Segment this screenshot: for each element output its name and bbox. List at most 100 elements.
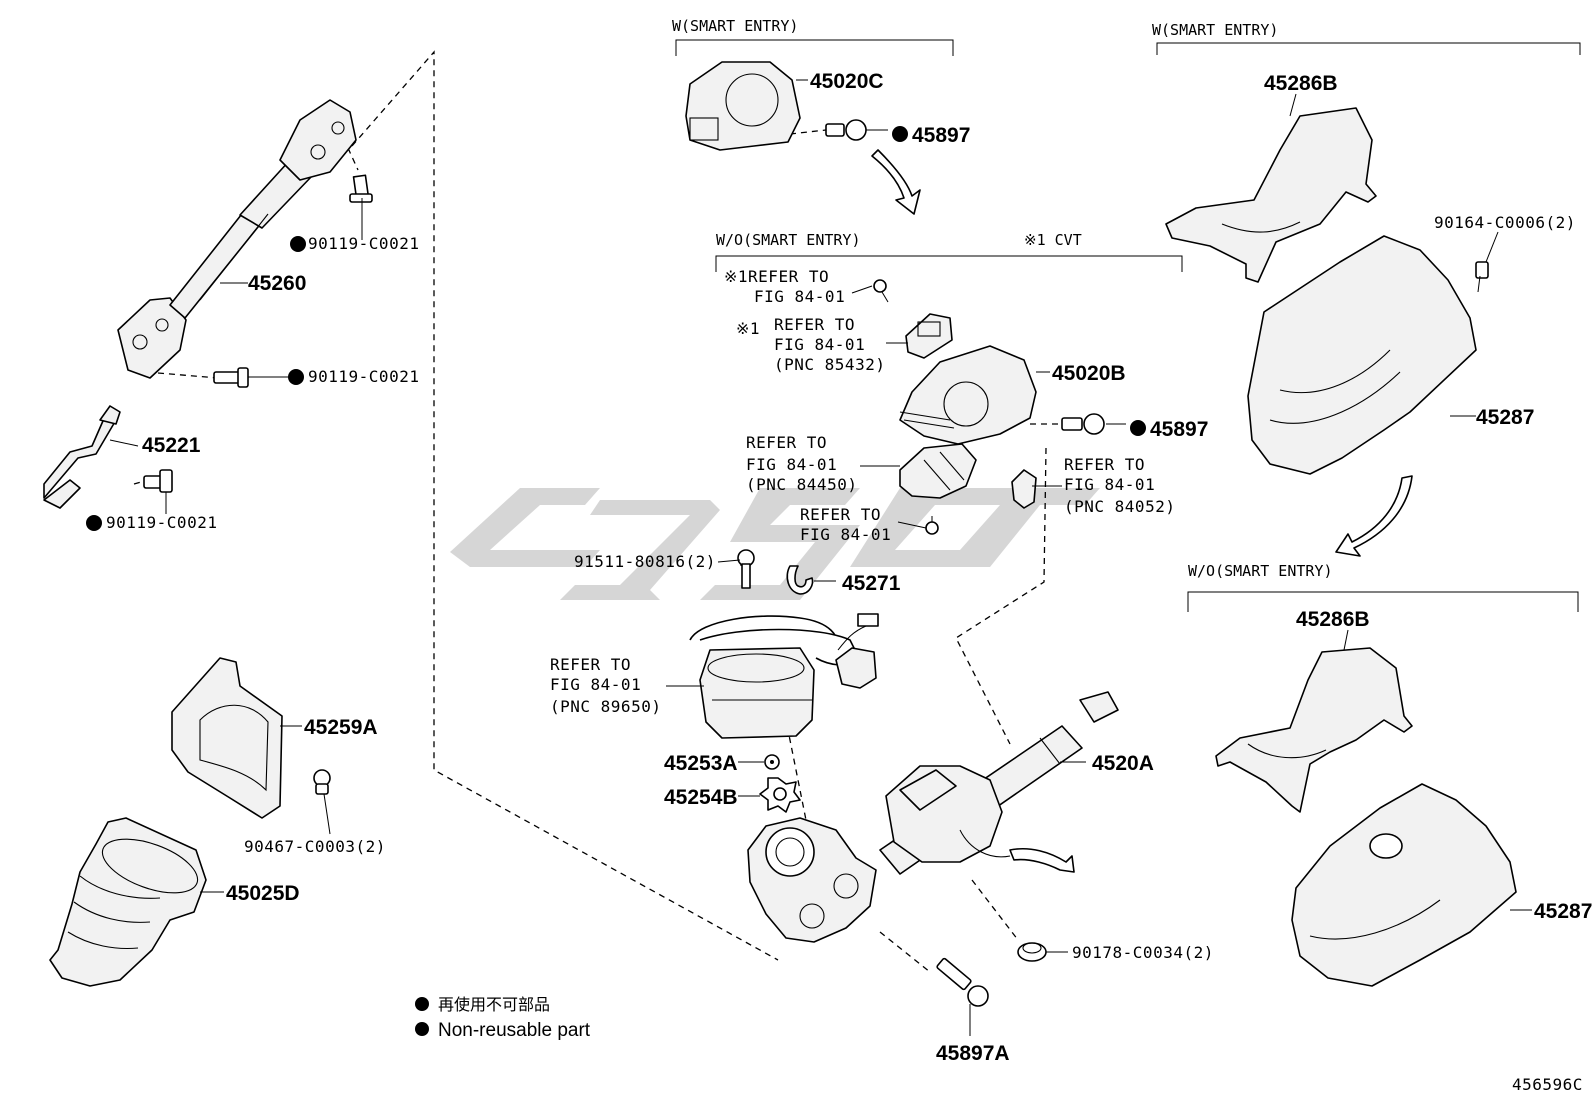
leader-lines [109, 79, 1532, 1036]
svg-text:FIG 84-01: FIG 84-01 [800, 525, 891, 544]
svg-text:(PNC 84450): (PNC 84450) [746, 475, 857, 494]
svg-text:(PNC 89650): (PNC 89650) [550, 697, 661, 716]
upper-cover-45286B-bottom [1215, 647, 1413, 813]
upper-cover-45286B-top [1165, 107, 1377, 283]
label-45254B: 45254B [664, 786, 738, 809]
svg-text:REFER TO: REFER TO [1064, 455, 1145, 474]
legend-line-japanese: 再使用不可部品 [438, 995, 550, 1014]
bolt-90119-lower [143, 469, 173, 493]
label-90119-c: 90119-C0021 [106, 513, 217, 532]
svg-text:FIG 84-01: FIG 84-01 [550, 675, 641, 694]
switch-pnc84450 [899, 443, 977, 499]
label-45897A: 45897A [936, 1042, 1010, 1065]
clip-90467 [313, 769, 331, 795]
svg-text:FIG 84-01: FIG 84-01 [1064, 475, 1155, 494]
refer-note-6: REFER TO FIG 84-01 (PNC 89650) [550, 655, 661, 716]
svg-text:FIG 84-01: FIG 84-01 [746, 455, 837, 474]
label-45897-top: 45897 [912, 124, 970, 147]
svg-text:REFER TO: REFER TO [550, 655, 631, 674]
legend-line-english: Non-reusable part [438, 1020, 591, 1041]
bolt-45897-top [825, 119, 867, 141]
label-45897-mid: 45897 [1150, 418, 1208, 441]
header-smart-entry-top: W(SMART ENTRY) [672, 17, 954, 56]
header-smart-entry-right: W(SMART ENTRY) [1152, 21, 1581, 55]
motor-pnc89650 [689, 613, 879, 739]
gear-45253A [764, 754, 780, 770]
marker-90119-b [288, 369, 304, 385]
label-45286B-bottom: 45286B [1296, 608, 1370, 631]
nut-90178 [1017, 942, 1047, 962]
lower-cover-45287-bottom [1291, 783, 1517, 987]
screw-refer-bottom [925, 516, 939, 535]
watermark-logo [450, 488, 1100, 600]
label-90119-a: 90119-C0021 [308, 234, 419, 253]
legend-dot-1 [415, 997, 429, 1011]
non-reusable-markers [86, 126, 1146, 1036]
refer-note-4: REFER TO FIG 84-01 [800, 505, 891, 544]
svg-text:(PNC 84052): (PNC 84052) [1064, 497, 1175, 516]
marker-90119-a [290, 236, 306, 252]
bolt-91511 [737, 549, 755, 589]
svg-text:※1REFER TO: ※1REFER TO [724, 267, 829, 286]
svg-text:※1 CVT: ※1 CVT [1024, 231, 1082, 249]
label-45260: 45260 [248, 272, 306, 295]
steering-lock-45020B [899, 345, 1037, 445]
sensor-pnc84052 [1011, 469, 1037, 509]
svg-text:REFER TO: REFER TO [774, 315, 855, 334]
svg-text:W(SMART ENTRY): W(SMART ENTRY) [1152, 21, 1278, 39]
bolt-90119-middle [213, 367, 249, 388]
part-labels: 45020C 45897 45020B 45897 45271 45253A 4… [106, 70, 1592, 1065]
header-no-smart-entry-right: W/O(SMART ENTRY) [1187, 562, 1579, 612]
refer-note-5: REFER TO FIG 84-01 (PNC 84052) [1064, 455, 1175, 516]
marker-90119-c [86, 515, 102, 531]
refer-note-2: ※1 REFER TO FIG 84-01 (PNC 85432) [736, 315, 885, 374]
label-90119-b: 90119-C0021 [308, 367, 419, 386]
cover-45259A [171, 657, 283, 819]
gear-45254B [759, 777, 801, 813]
label-45025D: 45025D [226, 882, 300, 905]
label-45020C: 45020C [810, 70, 884, 93]
svg-text:(PNC 85432): (PNC 85432) [774, 355, 885, 374]
svg-text:FIG 84-01: FIG 84-01 [754, 287, 845, 306]
steering-column-4520A [747, 691, 1119, 943]
steering-lock-45020C [685, 61, 801, 151]
refer-notes: ※1REFER TO FIG 84-01 ※1 REFER TO FIG 84-… [550, 267, 1175, 716]
svg-text:FIG 84-01: FIG 84-01 [774, 335, 865, 354]
legend-dot-2 [415, 1022, 429, 1036]
svg-text:※1: ※1 [736, 319, 760, 338]
legend: 再使用不可部品 Non-reusable part [438, 995, 591, 1041]
label-45221: 45221 [142, 434, 201, 457]
label-90178: 90178-C0034(2) [1072, 943, 1214, 962]
label-90164: 90164-C0006(2) [1434, 213, 1576, 232]
label-4520A: 4520A [1092, 752, 1154, 775]
intermediate-shaft-45260 [117, 99, 357, 379]
svg-text:W(SMART ENTRY): W(SMART ENTRY) [672, 17, 798, 35]
label-45287-top: 45287 [1476, 406, 1534, 429]
label-90467: 90467-C0003(2) [244, 837, 386, 856]
bolt-45897A [936, 957, 989, 1007]
shaft-45221 [43, 405, 121, 509]
arrow-right [1335, 475, 1413, 557]
bolt-90119-upper [349, 174, 373, 203]
label-91511: 91511-80816(2) [574, 552, 716, 571]
svg-text:REFER TO: REFER TO [800, 505, 881, 524]
label-45020B: 45020B [1052, 362, 1126, 385]
svg-text:REFER TO: REFER TO [746, 433, 827, 452]
screw-refer-top [873, 279, 889, 303]
marker-45897-mid [1130, 420, 1146, 436]
marker-45897-top [892, 126, 908, 142]
lower-cover-45287-top [1247, 235, 1477, 475]
label-45259A: 45259A [304, 716, 378, 739]
bolt-45897-mid [1061, 413, 1105, 435]
label-45271: 45271 [842, 572, 901, 595]
header-no-smart-entry-mid: W/O(SMART ENTRY) ※1 CVT [715, 231, 1183, 272]
label-45253A: 45253A [664, 752, 738, 775]
arrow-top [871, 149, 921, 215]
screw-90164 [1475, 261, 1489, 293]
refer-note-3: REFER TO FIG 84-01 (PNC 84450) [746, 433, 857, 494]
label-45286B-top: 45286B [1264, 72, 1338, 95]
svg-text:W/O(SMART ENTRY): W/O(SMART ENTRY) [1188, 562, 1333, 580]
sensor-pnc85432 [905, 313, 953, 359]
figure-id: 456596C [1512, 1075, 1583, 1094]
